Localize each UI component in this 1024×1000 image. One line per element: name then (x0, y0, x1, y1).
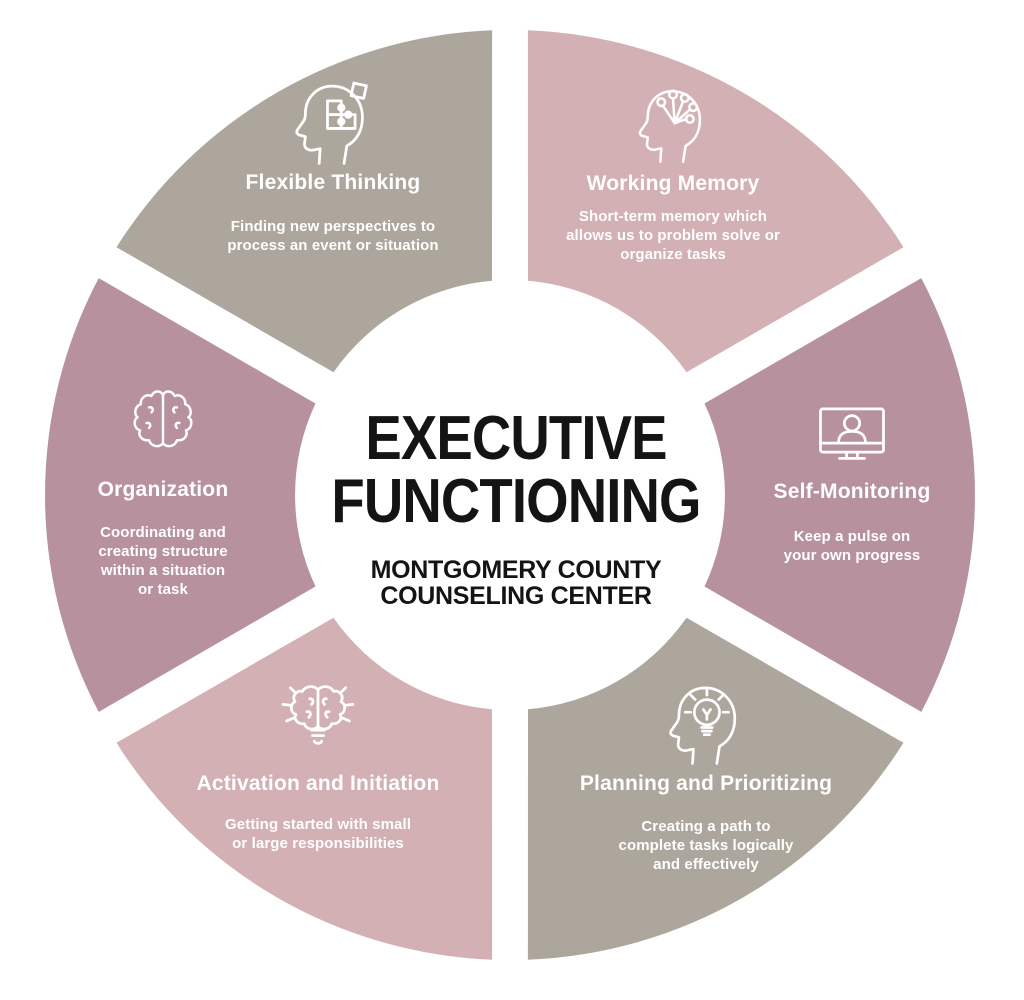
wheel-segment-activation-and-initiation (116, 617, 493, 960)
segment-description: Creating a path to complete tasks logica… (618, 818, 794, 873)
segment-description: Keep a pulse on your own progress (783, 528, 921, 564)
center-label: EXECUTIVE FUNCTIONING MONTGOMERY COUNTY … (286, 407, 746, 609)
head-network-icon (638, 89, 702, 164)
wheel-segment-flexible-thinking (116, 30, 493, 373)
segment-title: Working Memory (586, 172, 760, 195)
segment-title: Planning and Prioritizing (579, 772, 833, 795)
segment-description: Finding new perspectives to process an e… (227, 218, 439, 254)
segment-description: Coordinating and creating structure with… (98, 524, 228, 598)
head-puzzle-icon (295, 81, 368, 165)
wheel-segment-self-monitoring (704, 278, 975, 712)
segment-working-memory: Working Memory Short-term memory which a… (503, 82, 843, 264)
segment-title: Organization (97, 478, 229, 501)
wheel-segment-organization (45, 278, 316, 712)
segment-planning-and-prioritizing: Planning and Prioritizing Creating a pat… (546, 678, 866, 874)
segment-self-monitoring: Self-Monitoring Keep a pulse on your own… (722, 390, 982, 565)
brain-lightbulb-icon (281, 685, 355, 745)
segment-title: Flexible Thinking (245, 171, 421, 194)
wheel-segment-working-memory (527, 30, 904, 373)
monitor-person-icon (819, 407, 885, 460)
head-lightbulb-icon (669, 686, 737, 765)
page-title: EXECUTIVE FUNCTIONING (331, 404, 701, 536)
segment-description: Short-term memory which allows us to pro… (566, 208, 780, 263)
brain-icon (133, 390, 193, 448)
segment-title: Self-Monitoring (773, 480, 931, 503)
segment-title: Activation and Initiation (196, 772, 440, 795)
segment-activation-and-initiation: Activation and Initiation Getting starte… (148, 674, 488, 853)
segment-description: Getting started with small or large resp… (225, 816, 411, 852)
wheel-segment-planning-and-prioritizing (527, 617, 904, 960)
segment-organization: Organization Coordinating and creating s… (48, 382, 278, 599)
center-subtitle: MONTGOMERY COUNTY COUNSELING CENTER (370, 556, 662, 610)
segment-flexible-thinking: Flexible Thinking Finding new perspectiv… (168, 76, 498, 255)
